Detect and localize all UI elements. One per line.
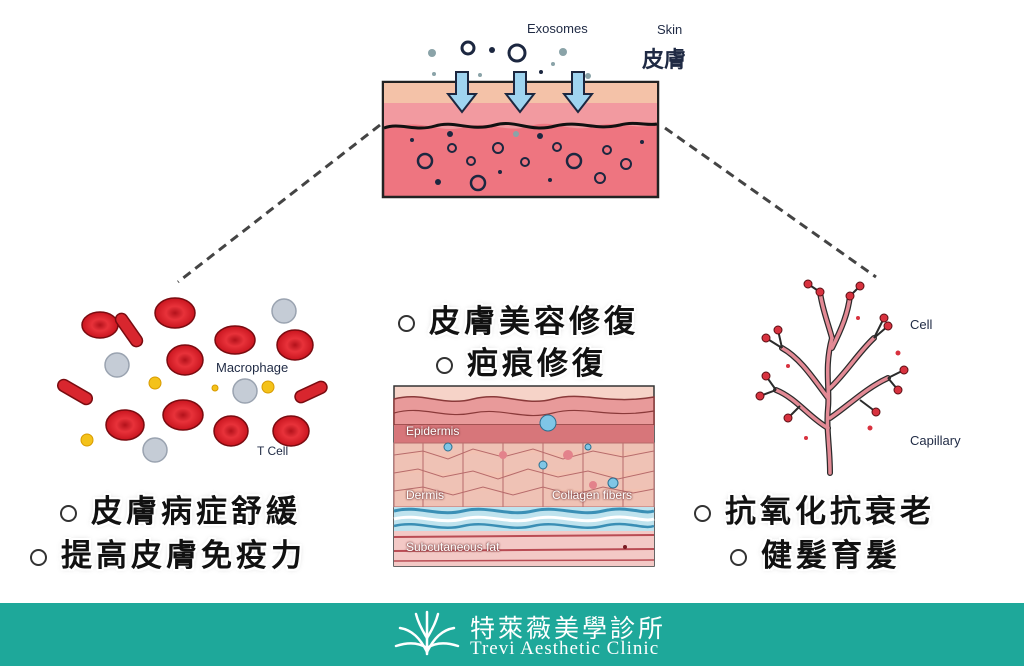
capillary-label: Capillary: [910, 433, 961, 448]
macrophage-label: Macrophage: [216, 360, 289, 375]
dermis-label: Dermis: [406, 488, 444, 502]
clinic-logo-icon: [394, 610, 460, 656]
left-bullet-2: 提高皮膚免疫力: [30, 530, 306, 575]
cell-label: Cell: [910, 317, 933, 332]
exosomes-label: Exosomes: [527, 21, 588, 36]
skin-cross-section: [393, 385, 655, 567]
bullet-dot: [436, 357, 453, 374]
footer-bar: [0, 603, 1024, 666]
left-bullet-1: 皮膚病症舒緩: [60, 486, 301, 531]
bullet-dot: [60, 505, 77, 522]
right-bullet-1: 抗氧化抗衰老: [694, 486, 935, 531]
capillary-cells: [755, 279, 909, 423]
white-blood-cells: [104, 298, 297, 463]
exosome-particles: [428, 40, 591, 79]
bullet-dot: [730, 549, 747, 566]
immune-cells-illustration: [56, 297, 328, 463]
dermal-particles: [410, 131, 644, 192]
center-bullet-1: 皮膚美容修復: [398, 296, 639, 341]
bullet-dot: [694, 505, 711, 522]
center-bullet-2: 疤痕修復: [436, 338, 607, 383]
capillary-illustration: [755, 279, 909, 476]
skin-zh-title: 皮膚: [642, 48, 687, 73]
right-bullet-2: 健髮育髮: [730, 530, 901, 575]
red-blood-cells: [81, 297, 314, 447]
epidermis-label: Epidermis: [406, 424, 460, 438]
skin-label: Skin: [657, 22, 683, 37]
subcutaneous-fat-label: Subcutaneous fat: [406, 540, 500, 554]
bullet-dot: [30, 549, 47, 566]
brand-name-en: Trevi Aesthetic Clinic: [470, 638, 660, 659]
collagen-fibers-label: Collagen fibers: [552, 488, 633, 502]
skin-diagram: [381, 40, 660, 199]
bullet-dot: [398, 315, 415, 332]
penetration-arrows: [445, 71, 595, 114]
brand-name-zh: 特萊薇美學診所: [470, 614, 667, 643]
t-cells: [80, 376, 275, 447]
t-cell-label: T Cell: [257, 444, 289, 458]
dashed-connectors: [177, 123, 877, 284]
